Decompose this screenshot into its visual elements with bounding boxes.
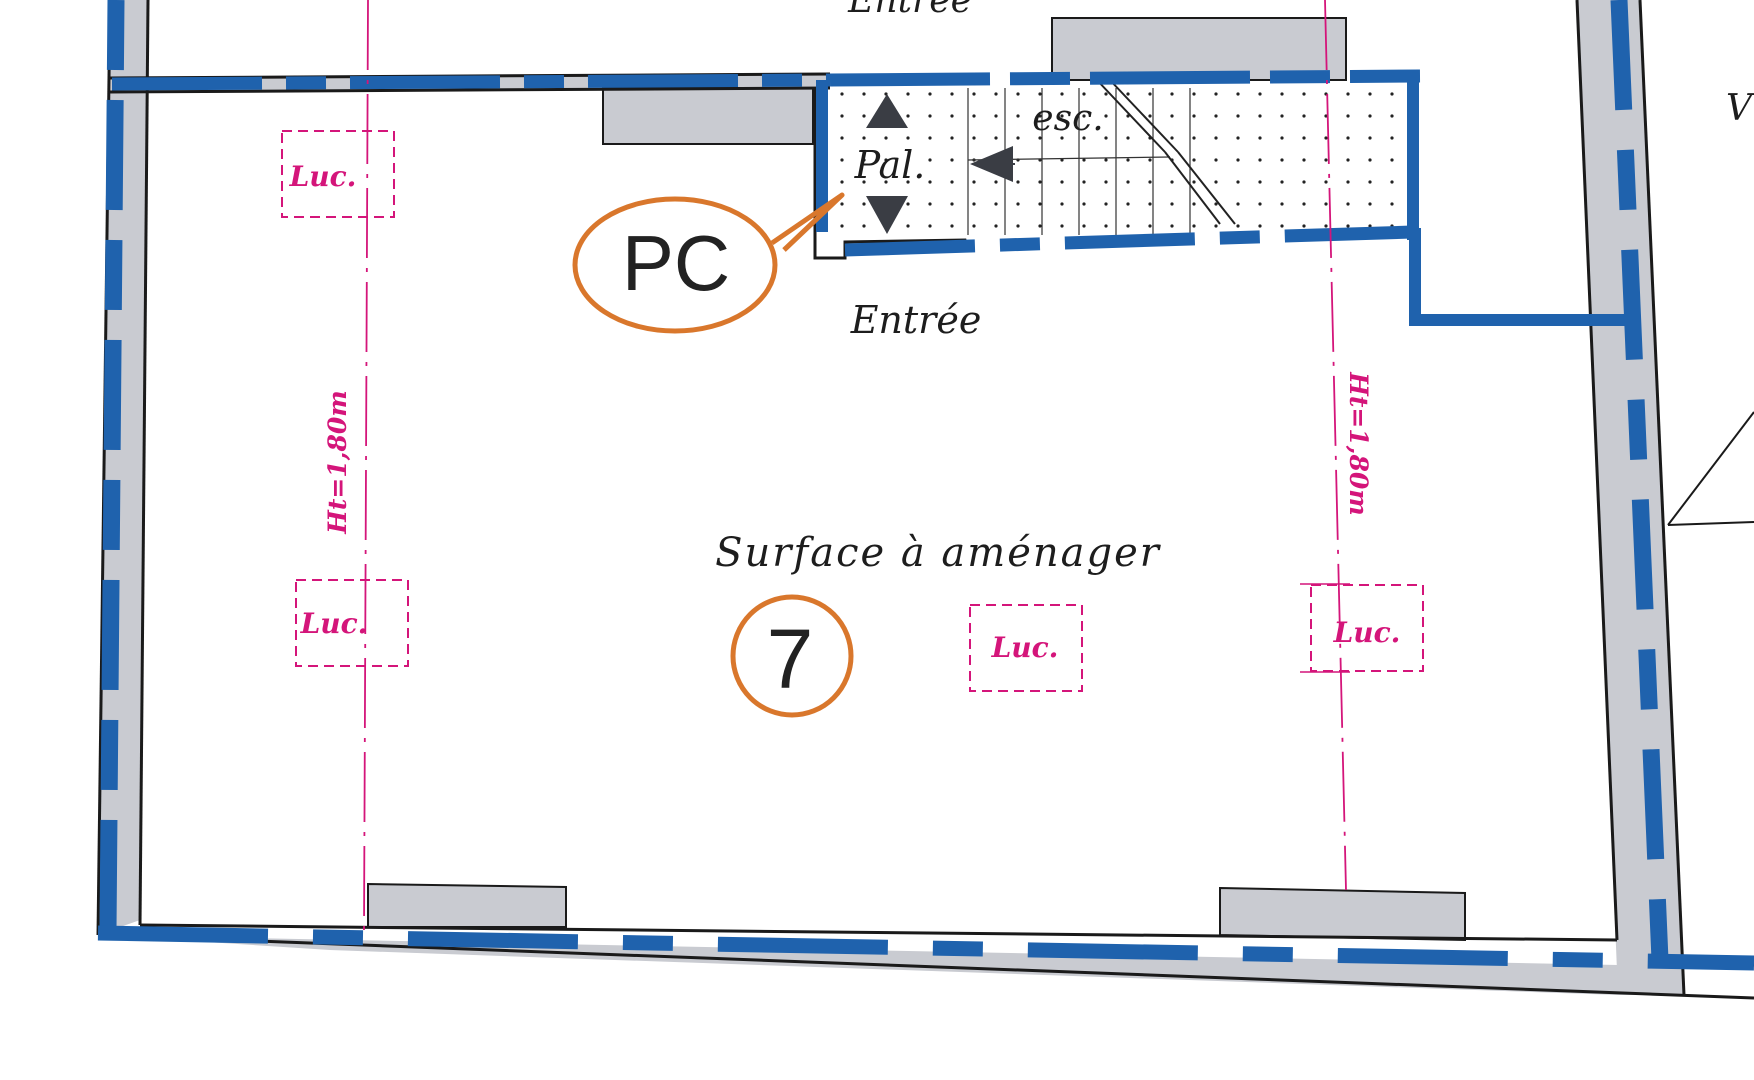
room-number-label: 7 bbox=[767, 612, 814, 706]
height-line-right bbox=[1324, 0, 1347, 891]
triangle-down-icon bbox=[866, 196, 908, 234]
pc-badge-ellipse bbox=[572, 196, 778, 334]
skylight-3-box bbox=[969, 604, 1083, 692]
chimney-bottom-right bbox=[1219, 886, 1466, 942]
left-wall-fill bbox=[98, 0, 148, 935]
stair-break-line bbox=[1094, 77, 1236, 225]
chimney-bottom-left bbox=[367, 882, 567, 928]
stair-top-dash bbox=[829, 69, 1421, 87]
skylight-4-label: Luc. bbox=[1333, 616, 1401, 649]
bottom-wall-dash bbox=[97, 925, 1754, 971]
right-wall-outer-line bbox=[1638, 0, 1686, 996]
right-wall-fill bbox=[1577, 0, 1684, 995]
skylight-1-label: Luc. bbox=[289, 160, 357, 193]
top-wall-dash bbox=[111, 73, 831, 91]
stair-dotted-area bbox=[827, 85, 1410, 233]
pc-badge-pointer bbox=[770, 192, 845, 252]
stair-landing bbox=[813, 77, 1410, 260]
pc-badge-label: PC bbox=[622, 219, 730, 307]
pal-label: Pal. bbox=[854, 143, 926, 187]
stair-right-dash bbox=[1407, 72, 1635, 326]
skylight-1-box bbox=[281, 130, 395, 218]
left-wall-dash bbox=[99, 0, 125, 931]
height-lines bbox=[363, 0, 1347, 931]
surface-label: Surface à aménager bbox=[715, 530, 1162, 576]
bottom-wall-inner-line bbox=[139, 923, 1618, 942]
skylight-3-label: Luc. bbox=[991, 631, 1059, 664]
room-number-circle bbox=[730, 594, 854, 718]
right-wall-dash bbox=[1610, 0, 1669, 961]
left-wall-inner-line bbox=[138, 0, 150, 926]
skylight-cross-lines bbox=[1300, 583, 1350, 673]
skylight-2-box bbox=[295, 579, 409, 667]
skylight-group bbox=[281, 130, 1424, 692]
edge-label-right: V bbox=[1726, 88, 1754, 129]
entree-label: Entrée bbox=[850, 298, 982, 342]
esc-label: esc. bbox=[1032, 98, 1103, 139]
height-label-left: Ht=1,80m bbox=[323, 390, 352, 534]
skylight-4-box bbox=[1310, 584, 1424, 672]
right-wall-inner-line bbox=[1575, 0, 1619, 941]
bottom-wall-outer-line bbox=[97, 933, 1754, 1000]
stair-bottom-dash bbox=[844, 225, 1413, 257]
height-line-left bbox=[363, 0, 369, 931]
triangle-up-icon bbox=[866, 94, 908, 128]
room-number-badge: 7 bbox=[730, 594, 854, 718]
height-label-right: Ht=1,80m bbox=[1344, 371, 1373, 515]
skylight-2-label: Luc. bbox=[300, 607, 368, 640]
pc-callout: PC bbox=[572, 192, 845, 334]
top-wall-inner-line bbox=[109, 86, 831, 94]
blue-wall-markers bbox=[97, 0, 1754, 971]
arrow-left-icon bbox=[970, 146, 1015, 182]
right-edge-diagonal bbox=[1667, 411, 1754, 526]
stair-treads bbox=[967, 88, 1191, 235]
chimney-top-left bbox=[602, 87, 814, 145]
entree-top-label: Entrée bbox=[847, 0, 972, 21]
